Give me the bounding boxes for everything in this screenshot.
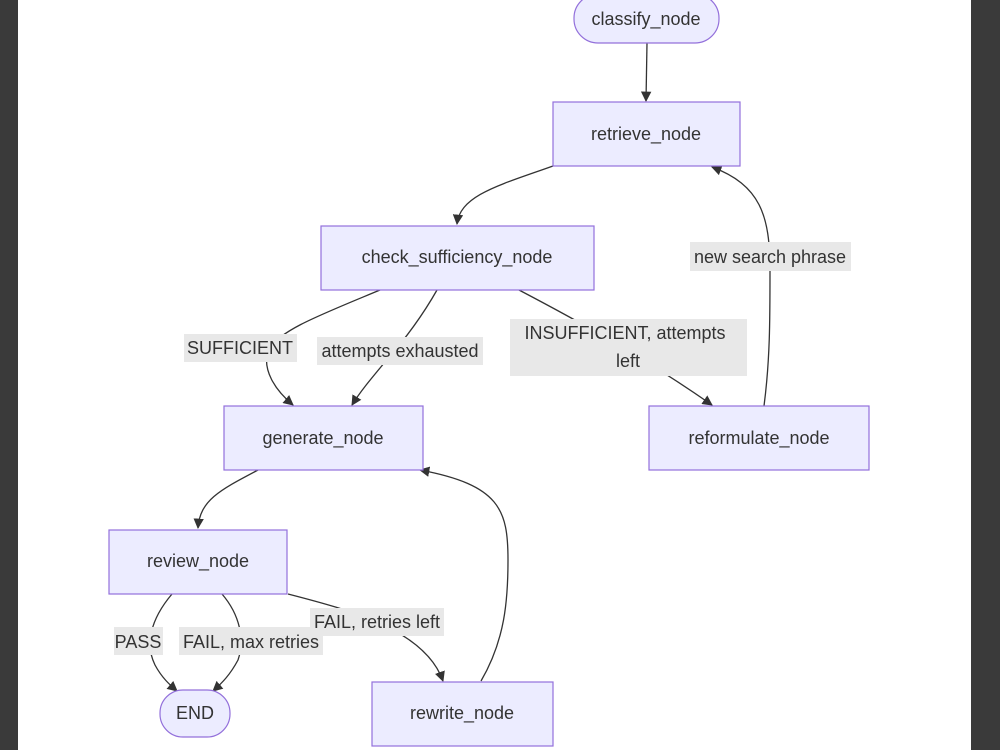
edge-retrieve-check	[452, 165, 554, 226]
edge-review-end-fail	[212, 593, 242, 692]
edge-label-fail-retries-left: FAIL, retries left	[314, 612, 440, 632]
edge-labels: SUFFICIENT attempts exhausted INSUFFICIE…	[114, 242, 851, 655]
edge-classify-retrieve	[640, 42, 652, 103]
edge-label-attempts-exhausted: attempts exhausted	[321, 341, 478, 361]
node-label-rewrite: rewrite_node	[410, 703, 514, 724]
node-reformulate[interactable]: reformulate_node	[648, 405, 870, 471]
node-rewrite[interactable]: rewrite_node	[371, 681, 554, 747]
node-label-end: END	[176, 703, 214, 723]
edge-label-sufficient: SUFFICIENT	[187, 338, 293, 358]
node-label-generate: generate_node	[262, 428, 383, 449]
edge-label-fail-max-retries: FAIL, max retries	[183, 632, 319, 652]
diagram-canvas	[18, 0, 971, 750]
edge-label-insufficient-line2: left	[616, 351, 640, 371]
edge-review-end-pass	[149, 593, 178, 692]
node-label-check-sufficiency: check_sufficiency_node	[362, 247, 553, 268]
edge-generate-review	[193, 469, 259, 530]
node-check-sufficiency[interactable]: check_sufficiency_node	[320, 225, 595, 291]
node-label-classify: classify_node	[591, 9, 700, 30]
node-label-retrieve: retrieve_node	[591, 124, 701, 145]
edge-label-pass: PASS	[115, 632, 162, 652]
node-end[interactable]: END	[159, 689, 231, 738]
edge-label-insufficient-line1: INSUFFICIENT, attempts	[524, 323, 725, 343]
edge-rewrite-generate	[418, 466, 509, 682]
node-label-reformulate: reformulate_node	[688, 428, 829, 449]
node-classify[interactable]: classify_node	[573, 0, 720, 44]
node-review[interactable]: review_node	[108, 529, 288, 595]
node-generate[interactable]: generate_node	[223, 405, 424, 471]
edge-label-new-search-phrase: new search phrase	[694, 247, 846, 267]
node-retrieve[interactable]: retrieve_node	[552, 101, 741, 167]
node-label-review: review_node	[147, 551, 249, 572]
